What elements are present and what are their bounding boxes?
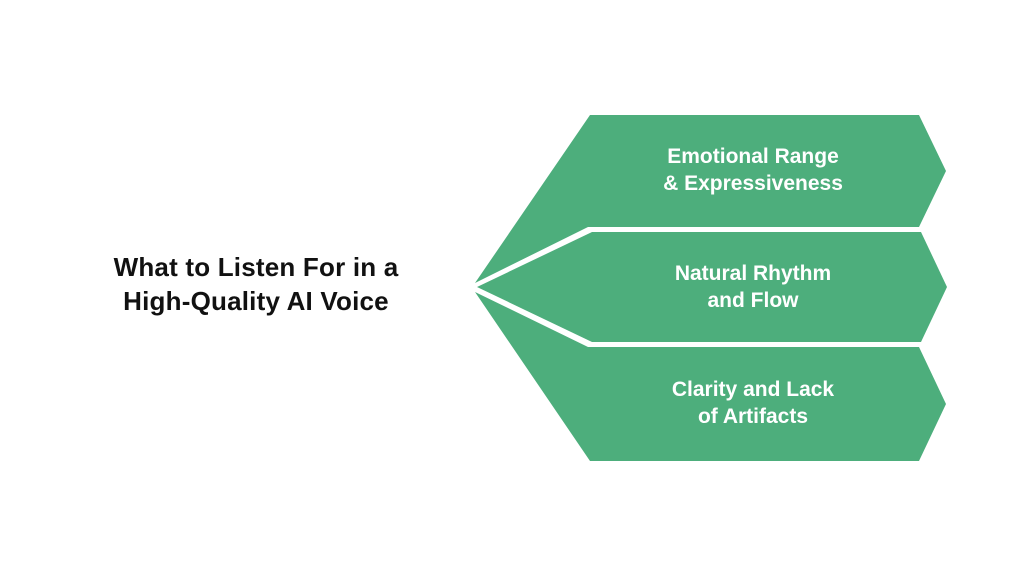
page-title-line-2: High-Quality AI Voice: [123, 286, 389, 316]
arrow-band-natural-rhythm-label-line-2: and Flow: [708, 289, 800, 312]
arrow-band-natural-rhythm: [477, 232, 947, 342]
page-title: What to Listen For in a High-Quality AI …: [0, 250, 512, 318]
page-title-line-1: What to Listen For in a: [113, 252, 399, 282]
arrow-band-clarity: [475, 292, 946, 461]
arrow-band-clarity-label-line-2: of Artifacts: [698, 405, 808, 428]
arrow-band-emotional-range: [475, 115, 946, 283]
arrow-band-emotional-range-label-line-2: & Expressiveness: [663, 172, 843, 195]
arrow-band-emotional-range-label-line-1: Emotional Range: [667, 145, 839, 168]
arrow-band-clarity-label-line-1: Clarity and Lack: [672, 378, 835, 401]
arrow-band-natural-rhythm-label-line-1: Natural Rhythm: [675, 262, 831, 285]
